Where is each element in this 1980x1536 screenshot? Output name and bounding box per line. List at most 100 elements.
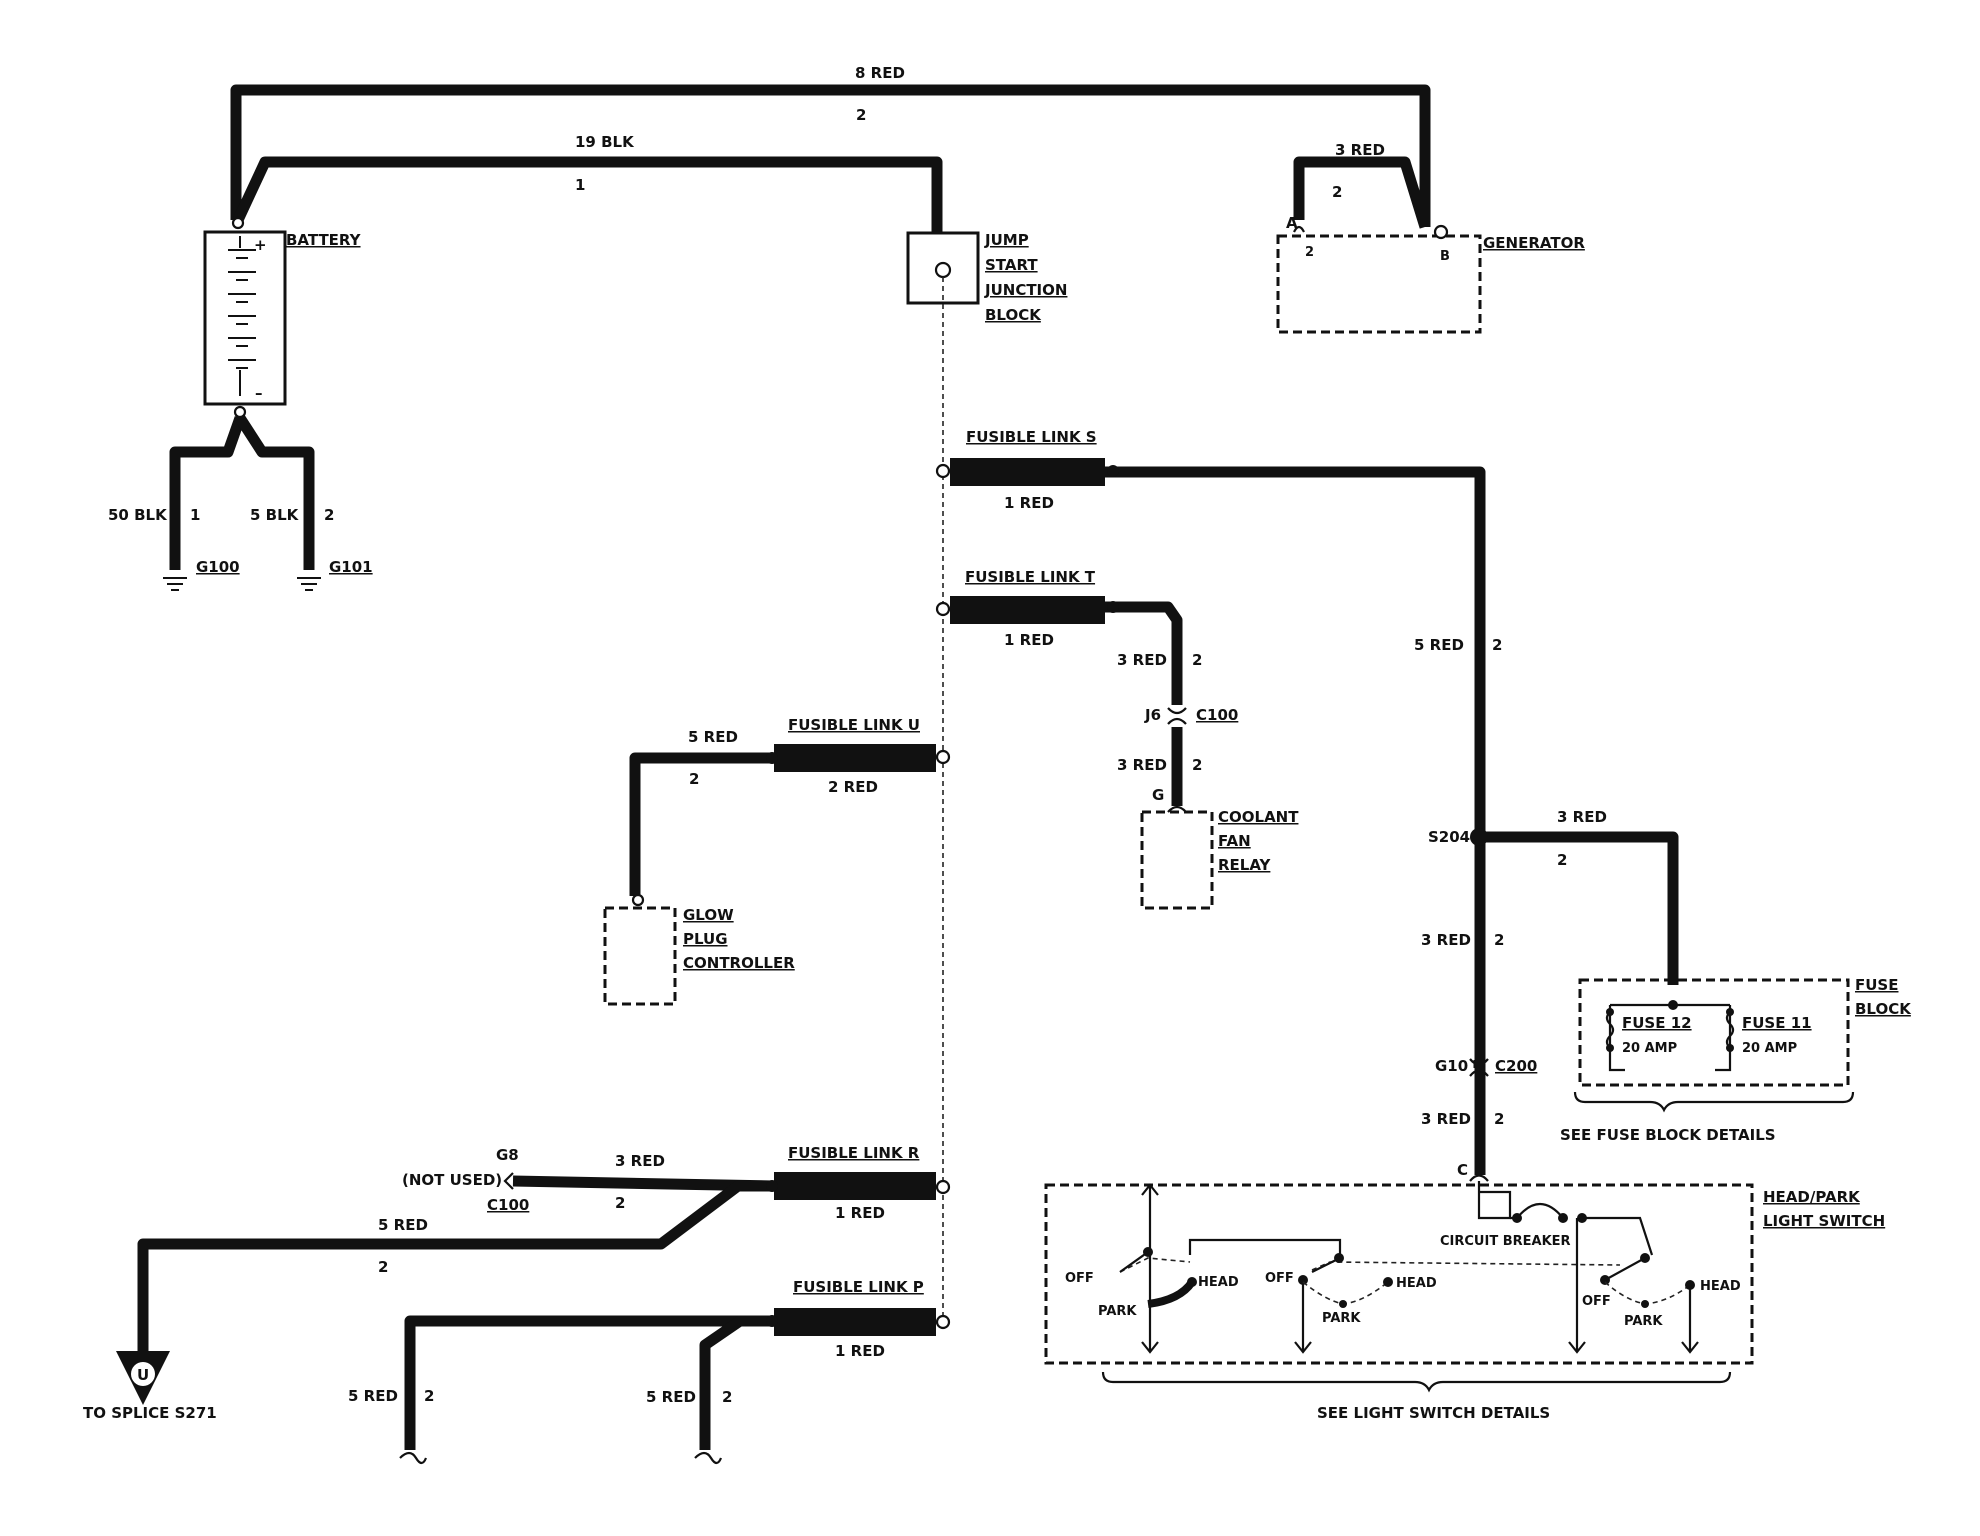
fuse-branch-circuit: 2 [1557, 851, 1567, 869]
right-wire1-label: 5 RED [1414, 636, 1464, 654]
fusible-link-t [950, 596, 1105, 624]
fuse-block-brace [1573, 1091, 1855, 1113]
light-switch-label-1: HEAD/PARK [1763, 1188, 1861, 1206]
switch1-off: OFF [1065, 1271, 1094, 1286]
right-wire2-label: 3 RED [1421, 931, 1471, 949]
fuse-11-label: FUSE 11 [1742, 1014, 1812, 1032]
generator-terminal-b [1433, 224, 1449, 240]
wire-19-blk [233, 156, 943, 233]
wire-50-blk-label: 50 BLK [108, 506, 168, 524]
coolant-circ-upper: 2 [1192, 651, 1202, 669]
switch-terminal-c [1469, 1174, 1489, 1182]
generator-term-a: A [1286, 214, 1298, 232]
ground-g100-icon [163, 577, 187, 591]
switch3-head: HEAD [1700, 1279, 1741, 1294]
jump-start-block [906, 231, 980, 305]
breaker-contact-3 [1577, 1213, 1587, 1223]
glow-label-1: GLOW [683, 906, 734, 924]
wire-5-blk-label: 5 BLK [250, 506, 300, 524]
switch2-head-contact [1383, 1277, 1393, 1287]
fusible-u-end [766, 752, 778, 764]
splice-letter-circle [131, 1362, 155, 1386]
fuse-12-label: FUSE 12 [1622, 1014, 1692, 1032]
fuse-12-top [1606, 1008, 1614, 1016]
splice-letter: U [137, 1366, 149, 1384]
fuse-12-bottom [1606, 1044, 1614, 1052]
circuit-breaker-label: CIRCUIT BREAKER [1440, 1234, 1571, 1249]
glow-terminal [631, 893, 645, 907]
fusible-r-label: FUSIBLE LINK R [788, 1144, 920, 1162]
ground-g101-label: G101 [329, 558, 373, 576]
fusible-p-wire: 1 RED [835, 1342, 885, 1360]
right-term: C [1457, 1161, 1468, 1179]
wire-19-blk-circuit: 1 [575, 176, 585, 194]
switch2-park-contact [1339, 1300, 1347, 1308]
glow-label-3: CONTROLLER [683, 954, 795, 972]
wire-5-red-glow [629, 752, 774, 896]
wire-5-red-splice [137, 1180, 774, 1355]
r-not-used: (NOT USED) [402, 1171, 502, 1189]
battery-cells [228, 236, 256, 396]
coolant-wire-lower: 3 RED [1117, 756, 1167, 774]
right-wire2-circuit: 2 [1494, 931, 1504, 949]
coolant-term: G [1152, 786, 1164, 804]
switch2-off: OFF [1265, 1271, 1294, 1286]
ground-g100-label: G100 [196, 558, 240, 576]
wire-8-red-label: 8 RED [855, 64, 905, 82]
breaker-contact-1 [1512, 1213, 1522, 1223]
fusible-r-node [935, 1179, 951, 1195]
r-circ-a: 2 [615, 1194, 625, 1212]
fusible-u-node [935, 749, 951, 765]
fuse-block-label-2: BLOCK [1855, 1000, 1912, 1018]
switch1-wiring [1119, 1238, 1342, 1273]
wire-5-red-p-left [404, 1315, 774, 1450]
fusible-u-wire: 2 RED [828, 778, 878, 796]
wire-break-right-icon [694, 1451, 723, 1465]
light-switch-box [1044, 1183, 1754, 1365]
r-pin: G8 [496, 1146, 519, 1164]
switch3-park-contact [1641, 1300, 1649, 1308]
generator-label: GENERATOR [1483, 234, 1585, 252]
right-wire1-circuit: 2 [1492, 636, 1502, 654]
battery-positive-post [231, 216, 245, 230]
wire-19-blk-label: 19 BLK [575, 133, 635, 151]
generator-box [1276, 234, 1482, 334]
fusible-link-r [774, 1172, 936, 1200]
light-switch-brace [1101, 1371, 1732, 1393]
wire-5-blk [235, 415, 315, 570]
right-wire3-circuit: 2 [1494, 1110, 1504, 1128]
coolant-pin: J6 [1144, 706, 1161, 724]
coolant-label-3: RELAY [1218, 856, 1272, 874]
fusible-t-end [1107, 601, 1119, 613]
fuse-11-top [1726, 1008, 1734, 1016]
jump-start-label-3: JUNCTION [984, 281, 1067, 299]
fusible-r-end [766, 1180, 778, 1192]
fuse-block-box [1578, 978, 1850, 1087]
fuse-branch-wire: 3 RED [1557, 808, 1607, 826]
breaker-contact-2 [1558, 1213, 1568, 1223]
fusible-s-wire: 1 RED [1004, 494, 1054, 512]
fuse-11-amp: 20 AMP [1742, 1041, 1797, 1056]
not-used-terminal [503, 1172, 514, 1190]
battery-minus-sign: – [255, 384, 263, 402]
fusible-t-node [935, 601, 951, 617]
battery-label: BATTERY [286, 231, 362, 249]
switch-section2-arrow [1294, 1280, 1312, 1354]
wire-8-red-circuit: 2 [856, 106, 866, 124]
wire-break-left-icon [399, 1451, 428, 1465]
fusible-p-label: FUSIBLE LINK P [793, 1278, 924, 1296]
generator-term-b: B [1440, 249, 1450, 264]
light-switch-label-2: LIGHT SWITCH [1763, 1212, 1885, 1230]
switch1-park-contact [1147, 1279, 1196, 1308]
switch2-park: PARK [1322, 1311, 1361, 1326]
switch1-head: HEAD [1198, 1275, 1239, 1290]
jump-start-label-2: START [985, 256, 1038, 274]
switch3-travel [1604, 1281, 1691, 1305]
generator-term-a-num: 2 [1305, 245, 1314, 260]
p-circ-b: 2 [722, 1388, 732, 1406]
fuse-12-amp: 20 AMP [1622, 1041, 1677, 1056]
fusible-link-u [774, 744, 936, 772]
coolant-wire-upper: 3 RED [1117, 651, 1167, 669]
wire-3-red-coolant [1105, 601, 1183, 806]
